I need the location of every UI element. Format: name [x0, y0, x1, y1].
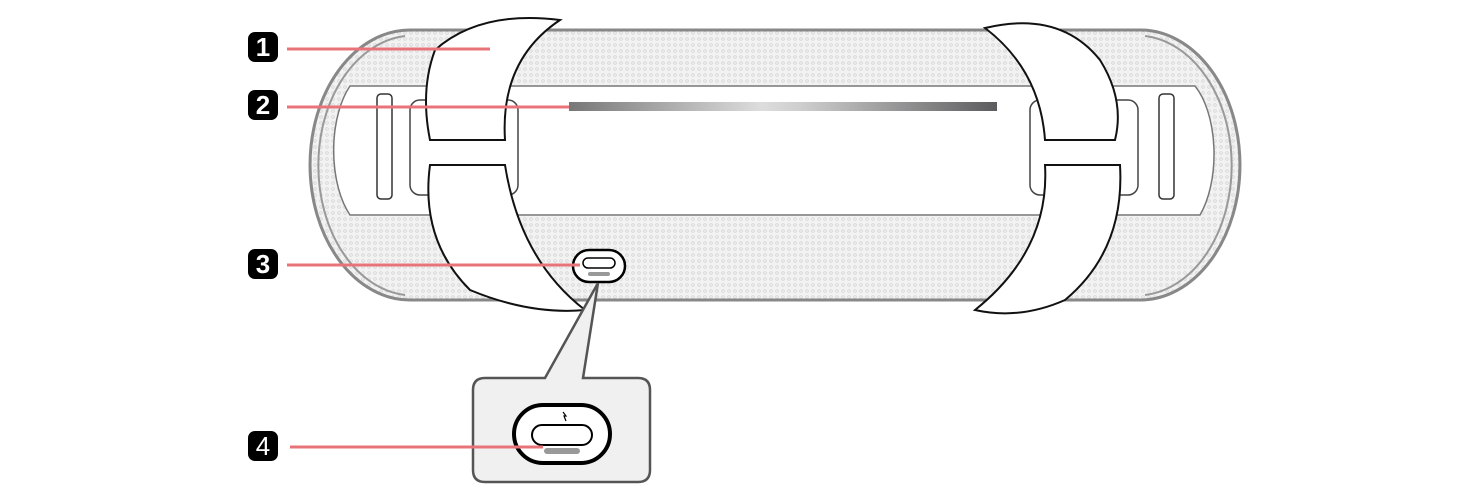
- leader-lines: [287, 47, 580, 449]
- light-bar: [569, 102, 997, 111]
- charging-port: [571, 248, 627, 284]
- callout-badge-3: 3: [248, 249, 278, 279]
- zoom-inset: [471, 282, 652, 484]
- callout-badge-2: 2: [248, 90, 278, 120]
- callout-badge-4: 4: [248, 431, 278, 461]
- strap: [425, 17, 1122, 315]
- callout-badge-1: 1: [248, 32, 278, 62]
